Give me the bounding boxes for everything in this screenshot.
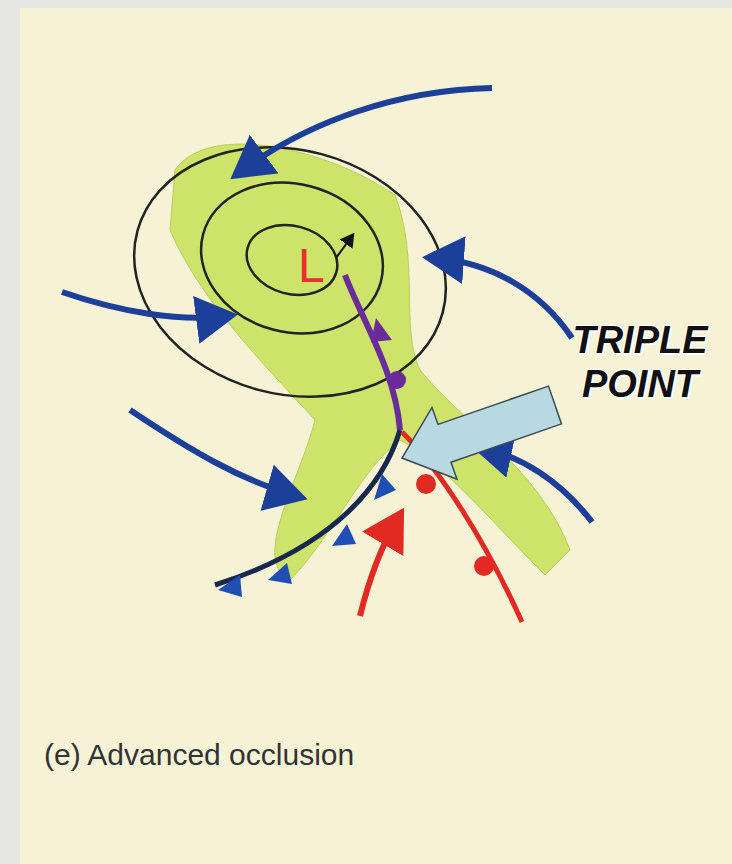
wind-arrow [130, 410, 296, 496]
isobar [106, 113, 474, 430]
front-symbol [371, 318, 392, 342]
occluded-front [345, 275, 400, 430]
cold-front [215, 430, 400, 585]
front-symbol [374, 474, 396, 500]
isobar [239, 215, 345, 304]
front-symbol [268, 563, 292, 584]
wind-arrow [360, 518, 398, 616]
front-symbol [388, 371, 406, 389]
wind-arrow [482, 448, 592, 522]
wind-arrow [240, 88, 492, 172]
front-symbol [416, 474, 436, 494]
callout-label: TRIPLE POINT [552, 318, 728, 406]
motion-arrow [336, 236, 352, 258]
low-pressure-symbol: L [298, 240, 325, 292]
cloud-region [170, 144, 570, 580]
front-symbol [218, 575, 242, 597]
callout-arrow [402, 386, 562, 479]
figure-caption: (e) Advanced occlusion [44, 738, 354, 772]
front-symbol [332, 524, 356, 546]
front-symbol [474, 556, 494, 576]
wind-arrow [434, 258, 572, 338]
wind-arrow [62, 292, 226, 318]
